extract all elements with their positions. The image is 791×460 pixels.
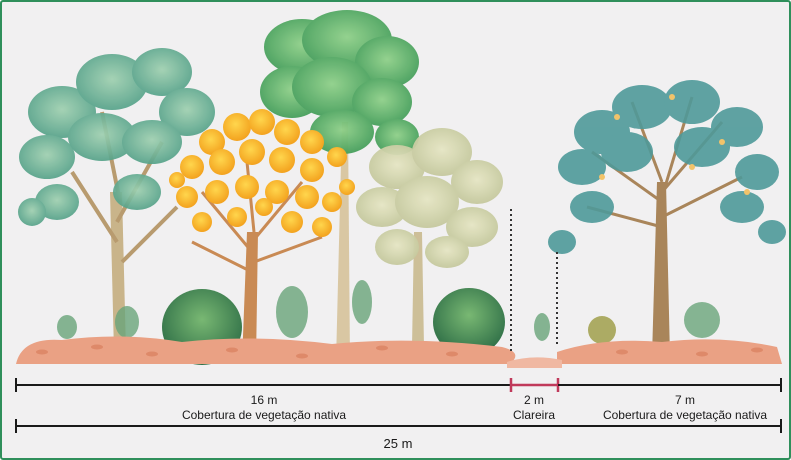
right-tree [548,80,786,357]
segment-7m-caption: Cobertura de vegetação nativa [603,408,767,422]
segment-16m-line [16,378,511,392]
segment-16m-distance: 16 m [251,393,278,407]
segment-16m-caption: Cobertura de vegetação nativa [182,408,346,422]
total-25m-distance: 25 m [384,436,413,451]
segment-2m-line [511,378,558,392]
small-plants [57,280,720,344]
segment-2m-caption: Clareira [513,408,555,422]
segment-7m-line [558,378,781,392]
segment-7m-distance: 7 m [675,393,695,407]
segment-2m-distance: 2 m [524,393,544,407]
